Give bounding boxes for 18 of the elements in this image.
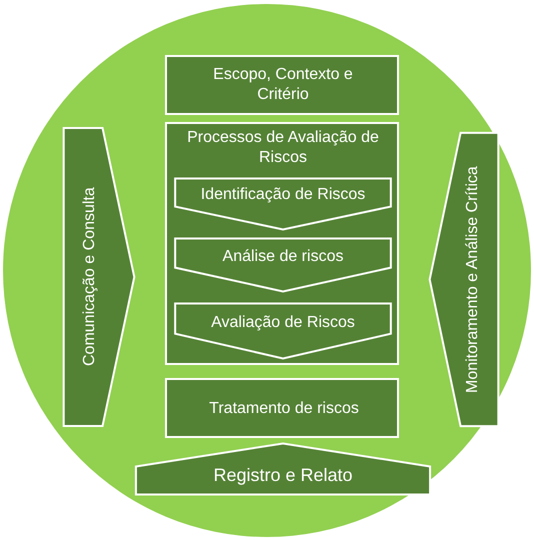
chevron-box <box>173 303 393 359</box>
arrow-shape <box>63 125 135 429</box>
box-label: Registro e Relato <box>212 465 354 485</box>
arrow-shape <box>133 443 433 495</box>
box-label: Monitoramento e Análise Crítica <box>463 165 482 395</box>
box-label: Escopo, Contexto e Critério <box>212 65 354 105</box>
box-label: Processos de Avaliação de Riscos <box>187 128 379 168</box>
box-label: Análise de riscos <box>222 247 344 267</box>
arrow-shape <box>429 130 499 429</box>
chevron-box <box>173 178 393 230</box>
process-box <box>165 55 399 115</box>
box-label: Avaliação de Riscos <box>210 313 356 333</box>
process-box <box>165 122 399 365</box>
process-box <box>165 378 399 438</box>
box-label: Identificação de Riscos <box>200 185 366 205</box>
chevron-box <box>173 238 393 292</box>
box-label: Tratamento de riscos <box>208 399 360 419</box>
box-label: Comunicação e Consulta <box>80 186 99 368</box>
